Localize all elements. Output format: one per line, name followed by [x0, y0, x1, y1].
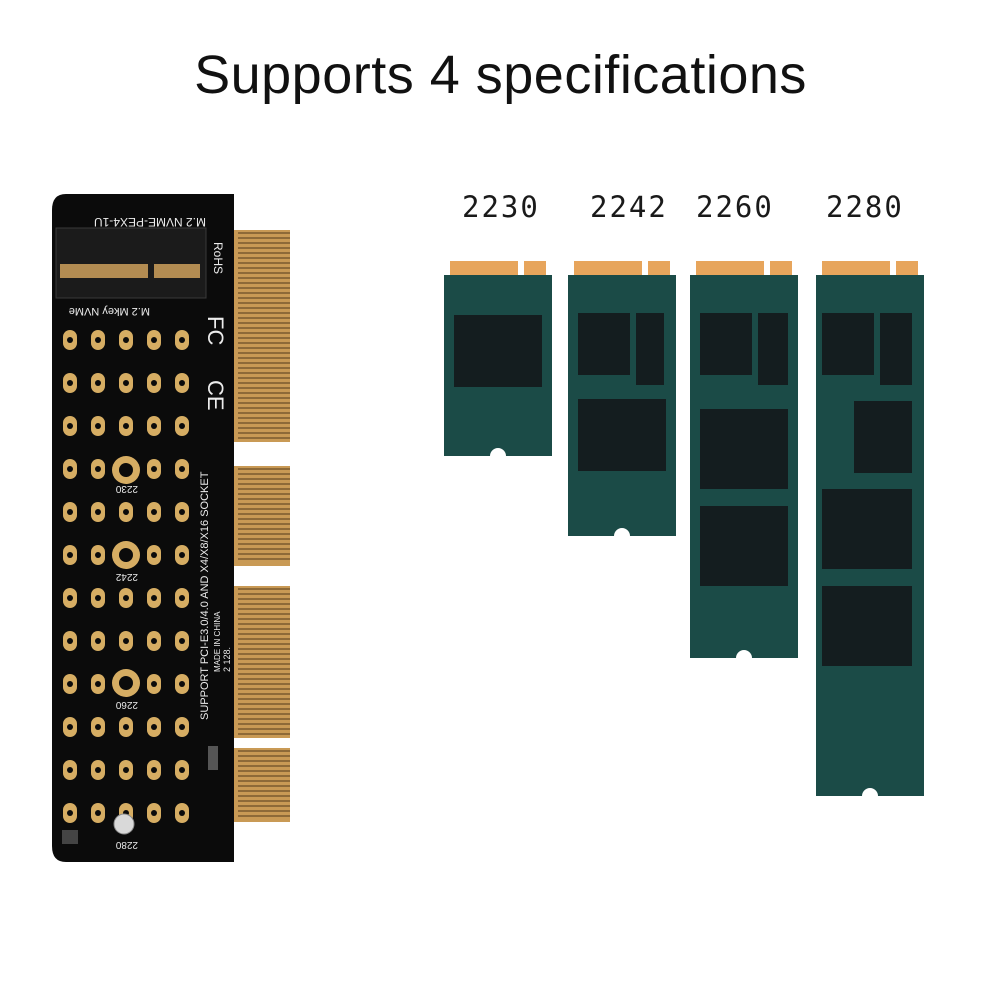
- ce-text: CE: [203, 380, 228, 411]
- flash-chip: [854, 401, 912, 473]
- flash-chip: [822, 586, 912, 666]
- gold-contacts: [450, 261, 546, 275]
- batch-text: 2 128.: [222, 647, 232, 672]
- screw-notch: [614, 528, 630, 544]
- ssd-module-2260: [690, 261, 798, 666]
- rohs-text: RoHS: [211, 242, 225, 274]
- support-text: SUPPORT PCI-E3.0/4.0 AND X4/X8/X16 SOCKE…: [199, 471, 211, 720]
- smd-led: [62, 830, 78, 844]
- flash-chip: [700, 409, 788, 489]
- ssd-module-2242: [568, 261, 676, 544]
- ssd-module-2230: [444, 261, 552, 464]
- flash-chip: [700, 506, 788, 586]
- mounting-pads-grid: [63, 330, 189, 823]
- gold-contacts: [696, 261, 792, 275]
- fc-text: FC: [203, 316, 228, 345]
- adapter-card-image: M.2 NVME-PEX4-1U M.2 Mkey NVMe RoHS FC C…: [48, 190, 294, 870]
- pcb-board: [52, 194, 234, 862]
- gold-contacts: [574, 261, 670, 275]
- screw-notch: [862, 788, 878, 804]
- ssd-module-2280: [816, 261, 924, 804]
- model-text: M.2 NVME-PEX4-1U: [94, 215, 206, 229]
- made-in-text: MADE IN CHINA: [213, 611, 222, 672]
- gold-contacts: [822, 261, 918, 275]
- screw-notch: [736, 650, 752, 666]
- module-label-2242: 2242: [590, 190, 668, 224]
- flash-chip: [636, 313, 664, 385]
- mount-label-2260: 2260: [115, 699, 138, 710]
- ssd-modules-group: 2230 2242 2260 2280: [430, 185, 940, 805]
- flash-chip: [578, 313, 630, 375]
- m2-slot-connector: [55, 227, 207, 299]
- key-text: M.2 Mkey NVMe: [69, 305, 150, 317]
- flash-chip: [700, 313, 752, 375]
- ssd-modules-drawing: [444, 261, 924, 804]
- flash-chip: [822, 313, 874, 375]
- mount-label-2230: 2230: [115, 483, 138, 494]
- module-label-2230: 2230: [462, 190, 540, 224]
- flash-chip: [454, 315, 542, 387]
- headline: Supports 4 specifications: [194, 45, 807, 105]
- smd-component: [208, 746, 218, 770]
- module-label-2280: 2280: [826, 190, 904, 224]
- flash-chip: [578, 399, 666, 471]
- flash-chip: [880, 313, 912, 385]
- screw-hole: [113, 813, 135, 835]
- flash-chip: [758, 313, 788, 385]
- pcie-gold-fingers: [234, 230, 290, 822]
- module-label-2260: 2260: [696, 190, 774, 224]
- adapter-card-drawing: M.2 NVME-PEX4-1U M.2 Mkey NVMe RoHS FC C…: [52, 194, 290, 862]
- screw-notch: [490, 448, 506, 464]
- flash-chip: [822, 489, 912, 569]
- mount-label-2242: 2242: [115, 571, 138, 582]
- mount-label-2280: 2280: [115, 839, 138, 850]
